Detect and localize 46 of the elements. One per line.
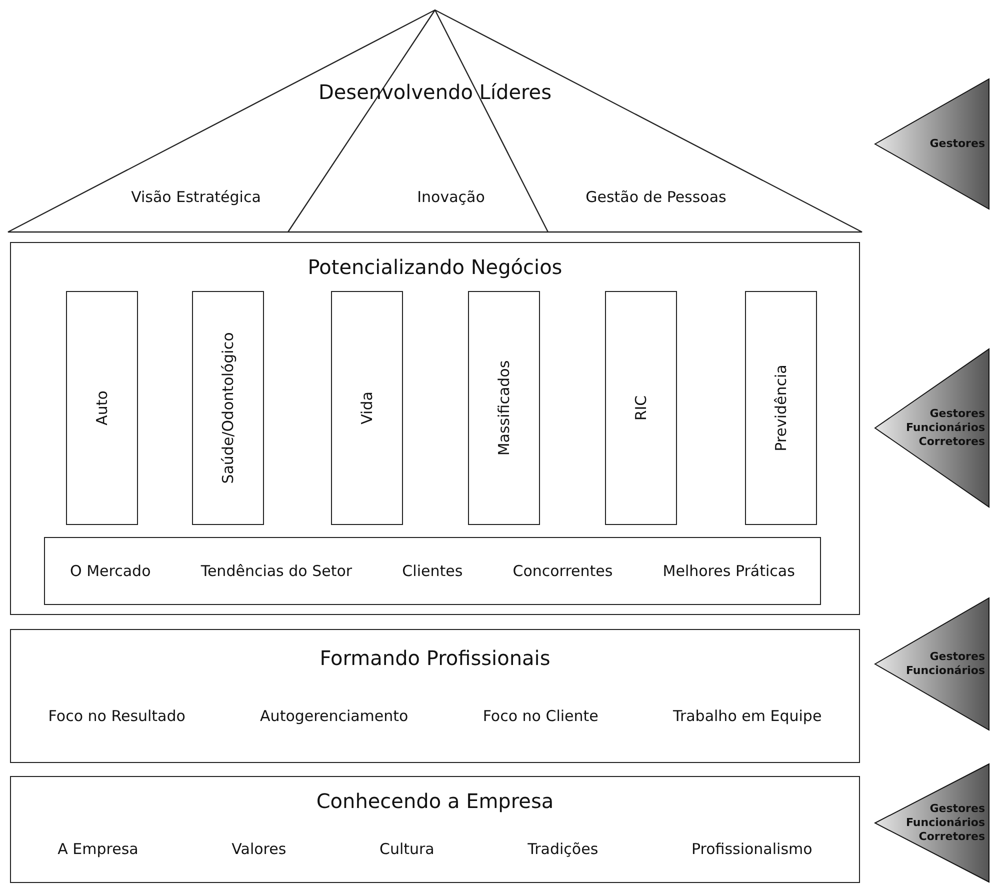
topic-label: Melhores Práticas xyxy=(662,562,795,580)
topic-bar xyxy=(44,537,821,605)
topic-label: Autogerenciamento xyxy=(260,707,408,725)
audience-label: Gestores xyxy=(930,650,985,664)
audience-label: Gestores xyxy=(930,802,985,816)
pillar-box xyxy=(468,291,540,525)
topic-label: Foco no Cliente xyxy=(482,707,598,725)
audience-label: Corretores xyxy=(918,435,985,449)
audience-label: Funcionários xyxy=(906,816,985,830)
topic-label: Clientes xyxy=(402,562,463,580)
topic-label: Profissionalismo xyxy=(691,840,812,858)
pillar-label: Saúde/Odontológico xyxy=(219,332,237,484)
roof-label: Inovação xyxy=(416,188,486,206)
level-panel xyxy=(10,629,860,763)
roof-label: Visão Estratégica xyxy=(130,188,262,206)
audience-label: Funcionários xyxy=(906,421,985,435)
level-title: Formando Profissionais xyxy=(318,646,552,670)
topic-label: A Empresa xyxy=(58,840,138,858)
topic-label: O Mercado xyxy=(70,562,151,580)
audience-label: Gestores xyxy=(930,407,985,421)
roof-label: Gestão de Pessoas xyxy=(584,188,728,206)
topic-label: Tradições xyxy=(528,840,598,858)
pillar-box xyxy=(331,291,403,525)
topic-label: Concorrentes xyxy=(512,562,613,580)
pillar-label: RIC xyxy=(632,395,650,421)
pillar-label: Auto xyxy=(93,390,111,426)
level-title: Potencializando Negócios xyxy=(306,255,564,279)
level-panel xyxy=(10,776,860,883)
pillar-box xyxy=(66,291,138,525)
audience-label: Corretores xyxy=(918,830,985,844)
pillar-box xyxy=(745,291,817,525)
topic-label: Tendências do Setor xyxy=(200,562,352,580)
topic-label: Trabalho em Equipe xyxy=(672,707,822,725)
topic-label: Valores xyxy=(232,840,286,858)
pillar-label: Massificados xyxy=(495,360,513,456)
pillar-label: Previdência xyxy=(772,364,790,452)
pillar-box xyxy=(605,291,677,525)
level-title: Conhecendo a Empresa xyxy=(315,789,555,813)
roof-triangle xyxy=(6,8,864,234)
audience-label: Funcionários xyxy=(906,664,985,678)
pillar-box xyxy=(192,291,264,525)
level-panel xyxy=(10,242,860,615)
pillar-label: Vida xyxy=(358,392,376,424)
topic-label: Cultura xyxy=(379,840,434,858)
topic-label: Foco no Resultado xyxy=(48,707,186,725)
audience-label: Gestores xyxy=(930,137,985,151)
